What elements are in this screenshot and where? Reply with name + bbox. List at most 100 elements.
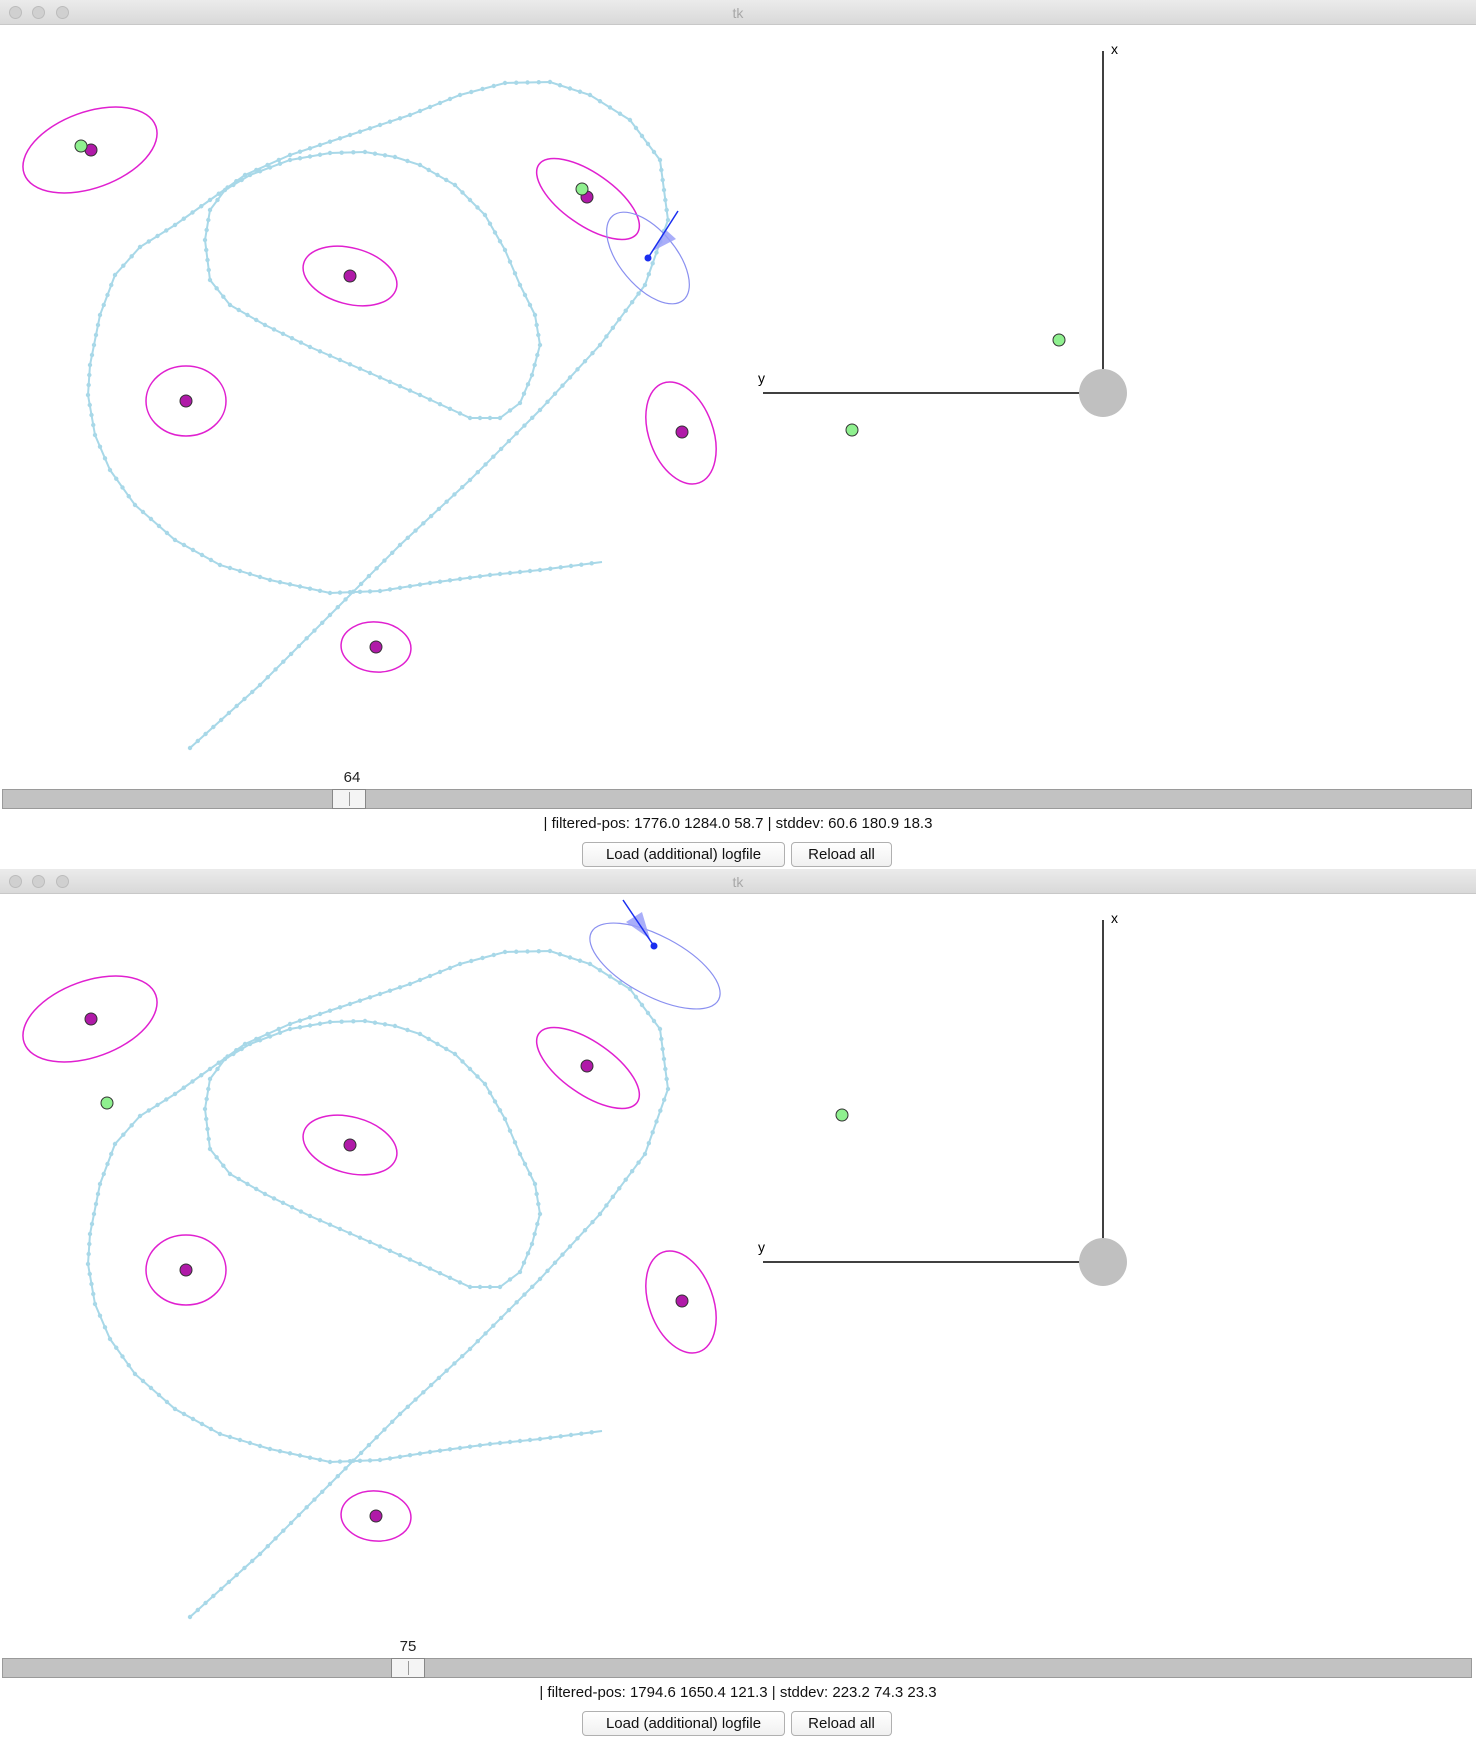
trajectory-point <box>327 353 333 358</box>
slider-value: 75 <box>399 1638 417 1655</box>
trajectory-point <box>435 1041 440 1047</box>
trajectory-point <box>522 1161 528 1167</box>
trajectory-point <box>664 207 669 213</box>
trajectory-point <box>105 1161 110 1167</box>
trajectory-point <box>407 1257 413 1262</box>
trajectory-point <box>447 1447 453 1452</box>
trajectory-point <box>645 1010 651 1016</box>
reload-all-button[interactable]: Reload all <box>791 1711 892 1736</box>
trajectory-point <box>417 1031 423 1037</box>
trajectory-point <box>447 578 453 583</box>
trajectory-point <box>357 589 363 594</box>
trajectory-point <box>337 1459 343 1464</box>
trajectory-point <box>502 1116 508 1122</box>
trajectory-point <box>535 1221 540 1227</box>
trajectory-point <box>297 156 303 161</box>
map-canvas[interactable]: xy <box>0 25 1476 785</box>
trajectory-point <box>407 981 413 987</box>
zoom-button[interactable] <box>56 6 69 19</box>
trajectory-point <box>427 104 433 110</box>
trajectory-point <box>86 1251 91 1257</box>
trajectory-point <box>607 974 613 979</box>
robot-origin-marker <box>1079 369 1127 417</box>
trajectory-point <box>267 165 273 170</box>
time-slider-knob[interactable] <box>390 1658 425 1678</box>
trajectory-point <box>537 342 543 348</box>
trajectory-point <box>265 1544 270 1549</box>
reload-all-button[interactable]: Reload all <box>791 842 892 867</box>
close-button[interactable] <box>9 875 22 888</box>
map-canvas[interactable]: xy <box>0 894 1476 1654</box>
trajectory-point <box>250 689 255 695</box>
trajectory-point <box>93 1201 99 1207</box>
trajectory-point <box>101 302 106 308</box>
trajectory-point <box>190 1079 195 1084</box>
trajectory-point <box>199 1421 205 1427</box>
landmark-ellipse <box>645 1250 717 1354</box>
trajectory-point <box>312 1497 317 1502</box>
trajectory-point <box>89 352 95 358</box>
trajectory-point <box>204 1096 209 1102</box>
trajectory-point <box>237 568 243 574</box>
trajectory-point <box>211 724 216 730</box>
minimize-button[interactable] <box>32 875 45 888</box>
trajectory-point <box>211 1593 216 1599</box>
trajectory-point <box>339 150 344 155</box>
trajectory-point <box>537 1211 543 1217</box>
minimize-button[interactable] <box>32 6 45 19</box>
trajectory-point <box>339 1019 344 1024</box>
trajectory-point <box>665 217 671 223</box>
load-logfile-button[interactable]: Load (additional) logfile <box>582 842 785 867</box>
trajectory-point <box>469 89 474 95</box>
trajectory-point <box>444 1046 449 1052</box>
trajectory-point <box>447 1275 453 1280</box>
close-button[interactable] <box>9 6 22 19</box>
trajectory-point <box>372 151 378 156</box>
zoom-button[interactable] <box>56 875 69 888</box>
landmark-ellipse <box>340 621 412 673</box>
trajectory-point <box>627 986 633 992</box>
trajectory-point <box>372 1020 378 1025</box>
trajectory-point <box>101 1171 106 1177</box>
trajectory-point <box>532 362 537 368</box>
trajectory-point <box>642 1151 648 1157</box>
trajectory-point <box>137 1113 143 1119</box>
y-axis-label: y <box>758 370 765 386</box>
trajectory-point <box>257 169 263 174</box>
load-logfile-button[interactable]: Load (additional) logfile <box>582 1711 785 1736</box>
trajectory-point <box>657 157 663 163</box>
trajectory-point <box>214 1155 219 1160</box>
trajectory-point <box>281 659 286 664</box>
trajectory-point <box>437 1271 443 1276</box>
trajectory-point <box>502 80 508 86</box>
time-slider-trough[interactable] <box>2 1658 1472 1678</box>
trajectory-point <box>227 302 233 308</box>
trajectory-point <box>377 1244 383 1249</box>
trajectory-point <box>250 1558 255 1564</box>
trajectory-point <box>92 1301 98 1307</box>
trajectory-point <box>558 565 563 570</box>
trajectory-point <box>362 1018 368 1024</box>
observation-dot <box>575 182 589 196</box>
trajectory-point <box>427 397 433 402</box>
trajectory-point <box>203 1600 208 1606</box>
time-slider-trough[interactable] <box>2 789 1472 809</box>
time-slider-knob[interactable] <box>331 789 366 809</box>
trajectory-point <box>202 237 208 243</box>
trajectory-point <box>597 1211 603 1217</box>
trajectory-point <box>120 1354 125 1359</box>
status-text: | filtered-pos: 1794.6 1650.4 121.3 | st… <box>539 1684 937 1701</box>
trajectory-point <box>277 579 283 585</box>
trajectory-point <box>307 154 313 159</box>
trajectory-point <box>407 388 413 393</box>
trajectory-point <box>245 1181 250 1187</box>
trajectory-point <box>280 1200 286 1205</box>
trajectory-point <box>208 557 214 563</box>
trajectory-point <box>231 182 236 188</box>
trajectory-point <box>105 292 110 298</box>
trajectory-point <box>91 1291 96 1297</box>
trajectory-point <box>206 217 211 223</box>
trajectory-point <box>617 1186 622 1191</box>
trajectory-point <box>467 1346 473 1352</box>
trajectory-point <box>610 325 616 331</box>
